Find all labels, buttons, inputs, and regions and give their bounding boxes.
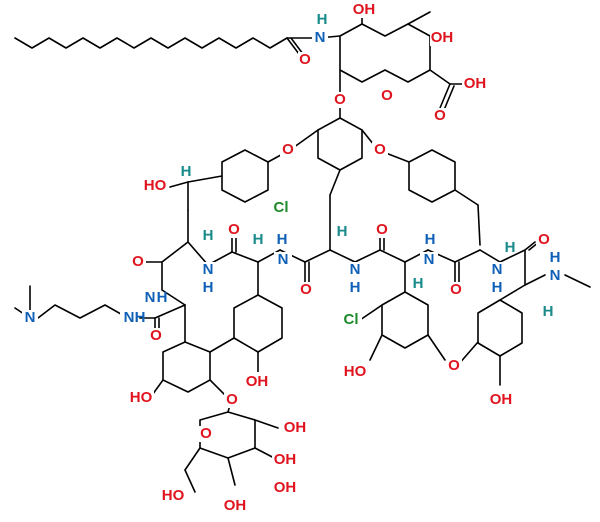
atom-o-amide6: O: [538, 231, 550, 248]
atom-o-amide1: O: [132, 253, 144, 270]
atom-oh-s2-3: OH: [274, 479, 297, 496]
atom-h-nh5: H: [492, 279, 503, 296]
atom-oh-s2-1: OH: [284, 419, 307, 436]
atom-o-ring-sugar1: O: [381, 87, 393, 104]
atom-h-alpha4: H: [413, 275, 424, 292]
atom-n-amide: N: [124, 309, 135, 326]
atom-o-amide2: O: [228, 221, 240, 238]
atom-cl-upper: Cl: [274, 199, 289, 216]
atom-o-amide-lipid: O: [299, 51, 311, 68]
atom-n-methyl: N: [550, 267, 561, 284]
atom-o-acid: O: [434, 107, 446, 124]
atom-oh-s2-5: HO: [162, 487, 185, 504]
atom-cl-lower: Cl: [344, 311, 359, 328]
atom-h-sugar: H: [317, 11, 328, 28]
atom-o-glycoside1: O: [334, 91, 346, 108]
atom-oh-top1: OH: [353, 1, 376, 18]
atom-oh-s2-2: OH: [274, 451, 297, 468]
atom-h-amide: H: [135, 309, 146, 326]
atom-o-ether-left: O: [282, 141, 294, 158]
atom-o-amide4: O: [376, 221, 388, 238]
atom-h-nh3: H: [350, 279, 361, 296]
atom-h-benzylic: H: [181, 163, 192, 180]
atom-n-nh4: N: [424, 251, 435, 268]
atom-o-ether-right: O: [374, 141, 386, 158]
atom-n-nh3: N: [350, 261, 361, 278]
atom-oh-top2: OH: [431, 29, 454, 46]
atom-n-nh7: N: [145, 289, 156, 306]
atom-o-glycoside2: O: [226, 391, 238, 408]
atom-n-nh1: N: [203, 261, 214, 278]
atom-h-nh7: H: [157, 289, 168, 306]
atom-n-nh2: N: [278, 251, 289, 268]
atom-h-methyl: H: [550, 249, 561, 266]
atom-h-nh4: H: [425, 231, 436, 248]
atom-h-alpha1: H: [203, 227, 214, 244]
atom-oh-acid: OH: [464, 75, 487, 92]
atom-o-ring-sugar2: O: [200, 425, 212, 442]
atom-oh-benzylic: HO: [144, 177, 167, 194]
atom-labels: OH OH N H O O O OH O O O HO H Cl O H N H: [22, 1, 564, 514]
atom-oh-ring2: OH: [246, 373, 269, 390]
atom-oh-ring1: HO: [130, 389, 153, 406]
atom-oh-ring3: OH: [490, 391, 513, 408]
atom-n-sugar: N: [315, 29, 326, 46]
atom-n-dimethyl: N: [25, 309, 36, 326]
atom-h-nh1: H: [203, 279, 214, 296]
atom-n-nh5: N: [492, 261, 503, 278]
atom-oh-s2-4: OH: [224, 497, 247, 514]
atom-h-alpha5: H: [505, 239, 516, 256]
atom-h-alpha2: H: [253, 231, 264, 248]
atom-oh-ring4: HO: [344, 363, 367, 380]
atom-o-amide8: O: [150, 327, 162, 344]
atom-h-nh2: H: [277, 231, 288, 248]
atom-o-ether-bottom: O: [448, 357, 460, 374]
atom-h-alpha6: H: [543, 303, 554, 320]
atom-h-alpha3: H: [337, 223, 348, 240]
atom-o-amide3: O: [300, 281, 312, 298]
atom-o-amide5: O: [450, 281, 462, 298]
